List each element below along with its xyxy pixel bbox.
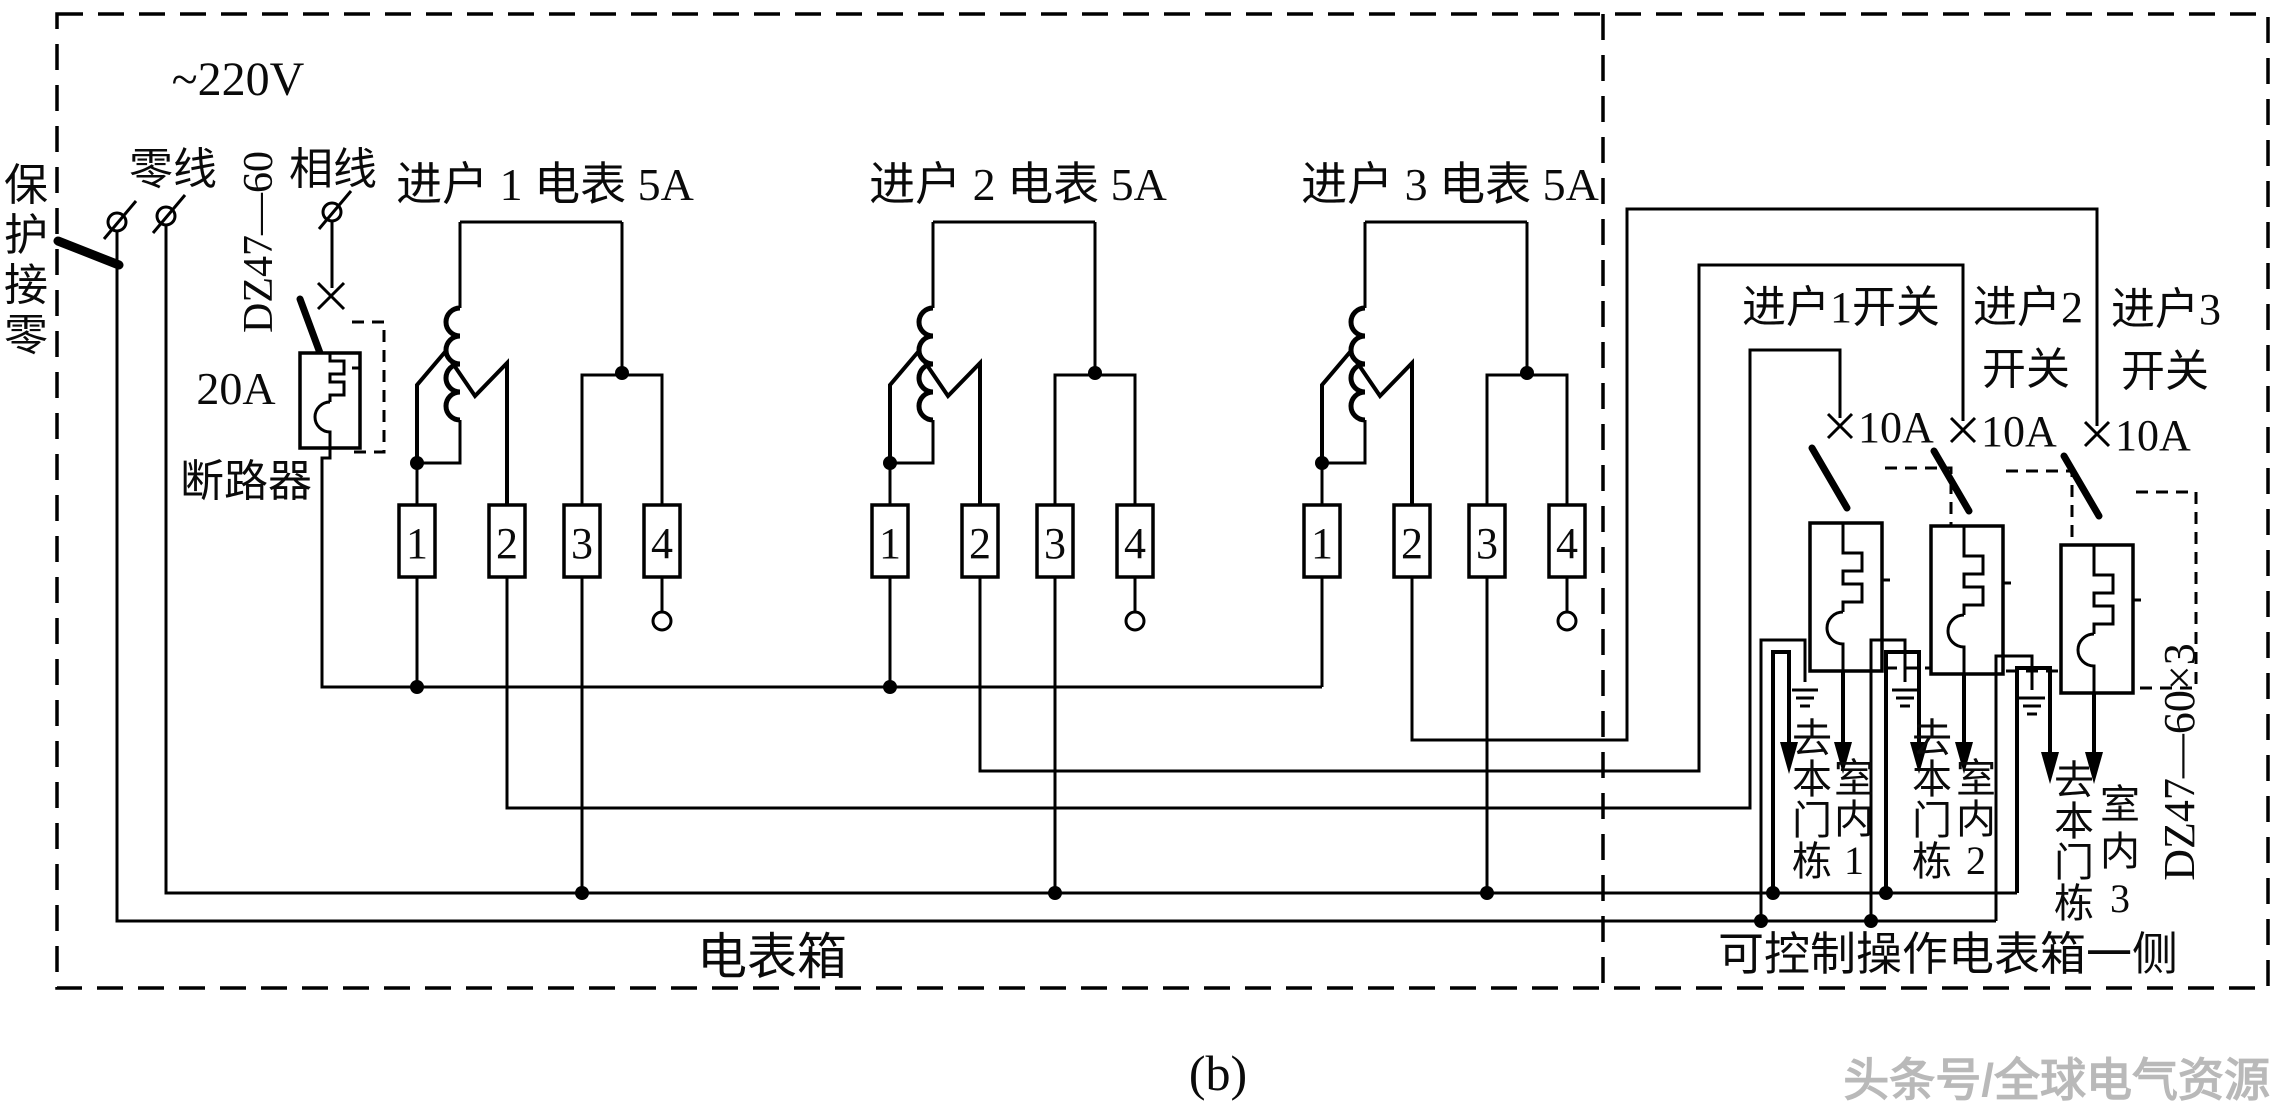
terminal-box xyxy=(960,503,1000,579)
terminal-box xyxy=(1115,503,1155,579)
entry-switch-2 xyxy=(1929,416,2074,676)
down-arrow-icon xyxy=(1910,742,1928,774)
terminal-box xyxy=(397,503,437,579)
protective-earthing-label: 保护接零 xyxy=(4,161,48,360)
terminal-number: 3 xyxy=(571,519,593,568)
down-arrow-icon xyxy=(1834,742,1852,774)
terminal-number: 3 xyxy=(1044,519,1066,568)
switch-1-rating-label: 10A xyxy=(1858,403,1934,452)
switch-lever-icon xyxy=(1808,444,1851,512)
breaker-body-icon xyxy=(1929,524,2005,676)
terminal-box xyxy=(562,503,602,579)
switch-lever-icon xyxy=(2060,452,2103,520)
meter-box-border xyxy=(55,12,2270,990)
phase-terminal-icon xyxy=(317,190,353,230)
meter-1 xyxy=(397,220,1842,893)
switch-2-label-line1: 进户2 xyxy=(1973,283,2083,332)
switch-3-label-line2: 开关 xyxy=(2121,347,2209,396)
terminal-box xyxy=(1547,503,1587,579)
room-output-1 xyxy=(1759,638,1852,921)
entry-breakers-model-label: DZ47—60×3 xyxy=(2155,643,2204,880)
cable-break-icon xyxy=(1792,688,1818,708)
meter-3 xyxy=(1302,207,2099,893)
terminal-4-outlet-icon xyxy=(1124,610,1146,632)
terminal-number: 2 xyxy=(496,519,518,568)
main-breaker-name-label: 断路器 xyxy=(180,457,312,506)
voltage-coil-icon xyxy=(1320,348,1414,505)
terminal-number: 2 xyxy=(1401,519,1423,568)
room-output-3 xyxy=(1994,654,2103,921)
terminal-number: 3 xyxy=(1476,519,1498,568)
supply-section xyxy=(53,190,2017,923)
neutral-label: 零线 xyxy=(129,145,217,194)
watermark: 头条号/全球电气资源 xyxy=(1843,1054,2270,1106)
cable-break-icon xyxy=(1892,688,1918,708)
terminal-4-outlet-icon xyxy=(1556,610,1578,632)
cable-break-icon xyxy=(2019,696,2045,716)
room-2-dest-label: 去本门栋 xyxy=(1912,716,1952,884)
meter-1-label: 进户 1 电表 5A xyxy=(396,159,694,210)
meter3-to-switch3-wire xyxy=(1410,207,2099,742)
junction-dots xyxy=(410,366,1893,928)
meter-2 xyxy=(870,220,1965,893)
terminal-number: 2 xyxy=(969,519,991,568)
meter-2-label: 进户 2 电表 5A xyxy=(869,159,1167,210)
voltage-coil-icon xyxy=(415,348,509,505)
neutral-terminal-2-icon xyxy=(151,194,187,234)
room-output-2 xyxy=(1869,638,1973,921)
terminal-number: 1 xyxy=(1311,519,1333,568)
neutral-bus-1 xyxy=(164,225,2017,895)
down-arrow-icon xyxy=(1780,742,1798,774)
down-arrow-icon xyxy=(2041,752,2059,784)
switch-1-label: 进户1开关 xyxy=(1742,283,1940,332)
entry-switch-3 xyxy=(2059,420,2198,695)
meter-box-label: 电表箱 xyxy=(697,929,847,985)
main-breaker-contact-icon xyxy=(296,281,346,357)
terminal-number: 4 xyxy=(1556,519,1578,568)
main-breaker-icon xyxy=(298,320,386,454)
switch-3-label-line1: 进户3 xyxy=(2111,285,2221,334)
switch-2-label-line2: 开关 xyxy=(1982,345,2070,394)
room-1-dest-label: 去本门栋 xyxy=(1792,716,1832,884)
terminal-number: 1 xyxy=(879,519,901,568)
main-breaker-rating-label: 20A xyxy=(196,363,275,414)
phase-label: 相线 xyxy=(289,145,377,194)
switch-2-rating-label: 10A xyxy=(1981,407,2057,456)
voltage-coil-icon xyxy=(888,348,982,505)
terminal-number: 4 xyxy=(1124,519,1146,568)
protective-bond-link xyxy=(53,236,124,270)
figure-caption: (b) xyxy=(1189,1045,1247,1101)
control-side-label: 可控制操作电表箱一侧 xyxy=(1718,929,2178,980)
current-coil-lead xyxy=(417,420,462,465)
neutral-bus-2 xyxy=(115,231,1996,923)
neutral-terminal-icon xyxy=(102,200,138,240)
terminal-box xyxy=(1467,503,1507,579)
meter2-to-switch2-wire xyxy=(978,263,1965,773)
down-arrow-icon xyxy=(2085,752,2103,784)
terminal-4-outlet-icon xyxy=(651,610,673,632)
meter1-to-switch1-wire xyxy=(505,348,1842,810)
current-coil-lead xyxy=(1322,420,1367,465)
down-arrow-icon xyxy=(1955,742,1973,774)
terminal-box xyxy=(487,503,527,579)
room-3-dest-label: 去本门栋 xyxy=(2054,758,2094,926)
meter-3-label: 进户 3 电表 5A xyxy=(1301,159,1599,210)
terminal-number: 4 xyxy=(651,519,673,568)
main-breaker-model-label: DZ47—60 xyxy=(236,151,282,333)
terminal-number: 1 xyxy=(406,519,428,568)
supply-voltage-label: ~220V xyxy=(172,53,305,106)
enclosure-borders xyxy=(55,12,2270,990)
terminal-box xyxy=(642,503,682,579)
current-coil-lead xyxy=(890,420,935,465)
breaker-body-icon xyxy=(2059,543,2135,695)
switch-3-rating-label: 10A xyxy=(2115,411,2191,460)
phase-bus xyxy=(320,448,1322,689)
switch-lever-icon xyxy=(1930,447,1973,515)
